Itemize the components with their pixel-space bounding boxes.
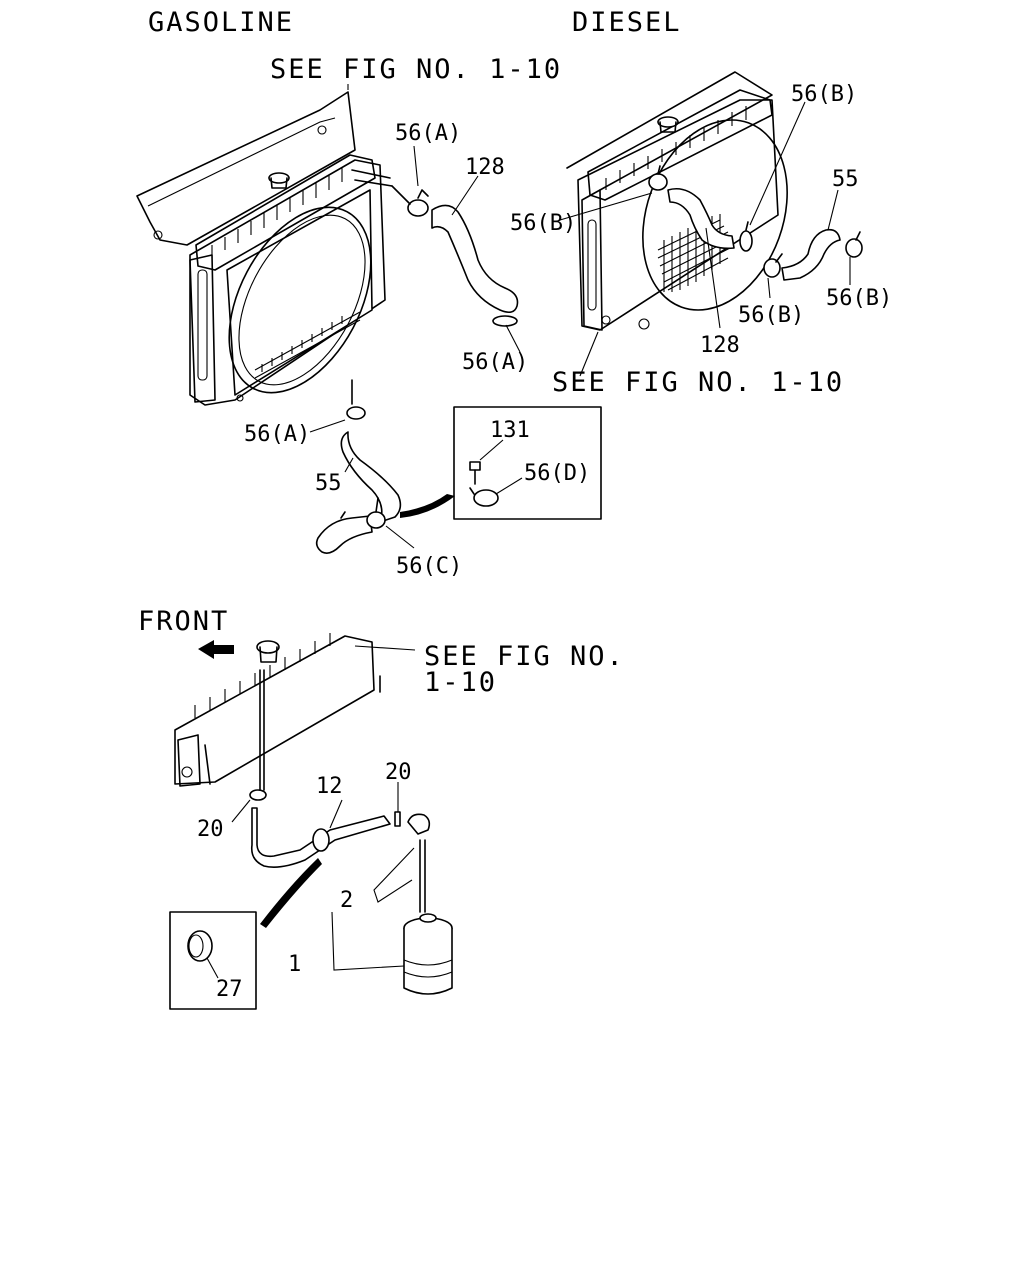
gasoline-radiator <box>136 91 393 406</box>
callout-r-1: 1 <box>288 952 301 977</box>
diesel-heading: DIESEL <box>572 7 682 38</box>
callout-inset-27: 27 <box>216 977 243 1002</box>
diesel-core-hatch <box>657 214 731 292</box>
callout-g-56a-left: 56(A) <box>244 422 310 447</box>
diesel-upper-hose <box>648 165 753 252</box>
callout-d-56b-left: 56(B) <box>510 211 576 236</box>
front-label: FRONT <box>138 606 229 637</box>
callout-r-2: 2 <box>340 888 353 913</box>
reservoir-hose-assembly <box>249 669 453 995</box>
callout-d-56b-right: 56(B) <box>826 286 892 311</box>
gasoline-upper-hose <box>391 185 519 327</box>
front-arrow-icon <box>198 640 234 659</box>
gasoline-see-fig-ref: SEE FIG NO. 1-10 <box>270 54 562 85</box>
callout-r-20-right: 20 <box>385 760 412 785</box>
callout-g-56a-top: 56(A) <box>395 121 461 146</box>
gasoline-lower-hose <box>315 379 455 554</box>
inset-box-131-56d <box>453 406 602 520</box>
callout-g-56c: 56(C) <box>396 554 462 579</box>
callout-g-55: 55 <box>315 471 342 496</box>
callout-d-128: 128 <box>700 333 740 358</box>
inset-box-27 <box>169 911 257 1010</box>
lower-radiator <box>174 633 381 787</box>
lower-see-fig-ref-line2: 1-10 <box>424 667 497 698</box>
callout-g-128: 128 <box>465 155 505 180</box>
leader-lines <box>231 84 851 829</box>
callout-d-55: 55 <box>832 167 859 192</box>
callout-d-56b-top: 56(B) <box>791 82 857 107</box>
callout-d-56b-mid: 56(B) <box>738 303 804 328</box>
callout-r-12: 12 <box>316 774 343 799</box>
diesel-see-fig-ref: SEE FIG NO. 1-10 <box>552 367 844 398</box>
diesel-radiator <box>566 71 788 331</box>
lower-see-fig-ref-line1: SEE FIG NO. <box>424 641 625 672</box>
diesel-lower-hose <box>763 228 863 281</box>
callout-inset-56d: 56(D) <box>524 461 590 486</box>
callout-g-56a-right: 56(A) <box>462 350 528 375</box>
callout-inset-131: 131 <box>490 418 530 443</box>
gasoline-heading: GASOLINE <box>148 7 294 38</box>
callout-r-20-left: 20 <box>197 817 224 842</box>
